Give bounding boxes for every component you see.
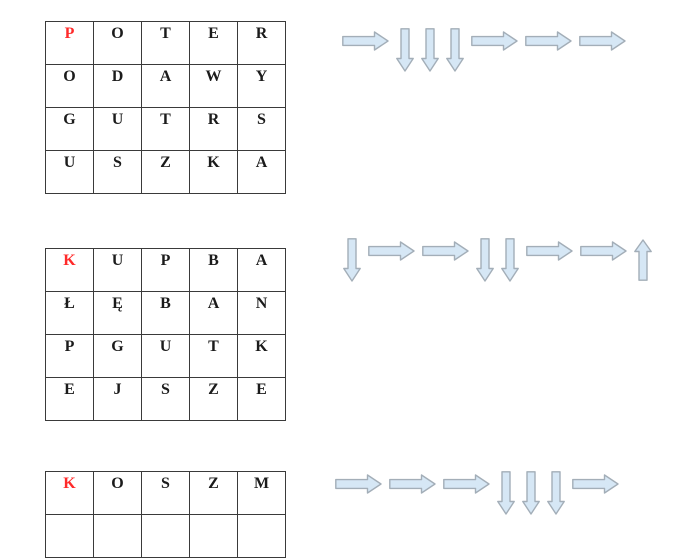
grid-cell: O: [45, 64, 94, 108]
right-arrow-icon: [422, 241, 469, 261]
grid-cell: A: [141, 64, 190, 108]
grid-cell: S: [141, 471, 190, 515]
grid-cell: M: [237, 471, 286, 515]
grid-cell: G: [93, 334, 142, 378]
down-arrow-icon: [446, 28, 464, 72]
grid-cell: Ł: [45, 291, 94, 335]
grid-cell: S: [93, 150, 142, 194]
right-arrow-icon: [389, 474, 436, 494]
right-arrow-icon: [579, 31, 626, 51]
down-arrow-icon: [476, 238, 494, 282]
grid-cell: S: [141, 377, 190, 421]
grid-cell: E: [45, 377, 94, 421]
right-arrow-icon: [526, 241, 573, 261]
right-arrow-icon: [342, 31, 389, 51]
grid-cell: T: [141, 107, 190, 151]
down-arrow-icon: [343, 238, 361, 282]
grid-cell: [237, 514, 286, 558]
right-arrow-icon: [443, 474, 490, 494]
grid-cell: E: [237, 377, 286, 421]
grid-cell: N: [237, 291, 286, 335]
down-arrow-icon: [501, 238, 519, 282]
up-arrow-icon: [634, 239, 652, 281]
right-arrow-icon: [368, 241, 415, 261]
grid-cell: T: [141, 21, 190, 65]
grid-cell: R: [237, 21, 286, 65]
grid-cell: [45, 514, 94, 558]
arrow-sequence-1: [342, 28, 626, 72]
grid-cell: O: [93, 471, 142, 515]
down-arrow-icon: [522, 471, 540, 515]
grid-cell: O: [93, 21, 142, 65]
grid-row: [45, 514, 286, 558]
grid-cell: Z: [189, 377, 238, 421]
grid-cell: R: [189, 107, 238, 151]
grid-cell: K: [237, 334, 286, 378]
right-arrow-icon: [471, 31, 518, 51]
grid-cell: T: [189, 334, 238, 378]
down-arrow-icon: [421, 28, 439, 72]
grid-cell: K: [45, 248, 94, 292]
grid-cell: U: [141, 334, 190, 378]
grid-cell: Z: [189, 471, 238, 515]
right-arrow-icon: [572, 474, 619, 494]
grid-cell: B: [141, 291, 190, 335]
arrow-sequence-3: [335, 471, 619, 515]
grid-cell: Ę: [93, 291, 142, 335]
grid-cell: W: [189, 64, 238, 108]
grid-cell: B: [189, 248, 238, 292]
grid-cell: E: [189, 21, 238, 65]
grid-cell: G: [45, 107, 94, 151]
grid-cell: U: [93, 107, 142, 151]
grid-cell: P: [141, 248, 190, 292]
grid-cell: [189, 514, 238, 558]
grid-cell: K: [45, 471, 94, 515]
grid-cell: Y: [237, 64, 286, 108]
grid-cell: U: [45, 150, 94, 194]
right-arrow-icon: [525, 31, 572, 51]
grid-cell: Z: [141, 150, 190, 194]
right-arrow-icon: [335, 474, 382, 494]
grid-cell: P: [45, 21, 94, 65]
grid-cell: U: [93, 248, 142, 292]
grid-cell: J: [93, 377, 142, 421]
grid-cell: A: [189, 291, 238, 335]
grid-cell: S: [237, 107, 286, 151]
grid-cell: [141, 514, 190, 558]
down-arrow-icon: [497, 471, 515, 515]
grid-cell: D: [93, 64, 142, 108]
down-arrow-icon: [547, 471, 565, 515]
right-arrow-icon: [580, 241, 627, 261]
grid-cell: P: [45, 334, 94, 378]
grid-cell: A: [237, 150, 286, 194]
grid-cell: [93, 514, 142, 558]
grid-cell: A: [237, 248, 286, 292]
grid-cell: K: [189, 150, 238, 194]
down-arrow-icon: [396, 28, 414, 72]
arrow-sequence-2: [343, 238, 652, 282]
